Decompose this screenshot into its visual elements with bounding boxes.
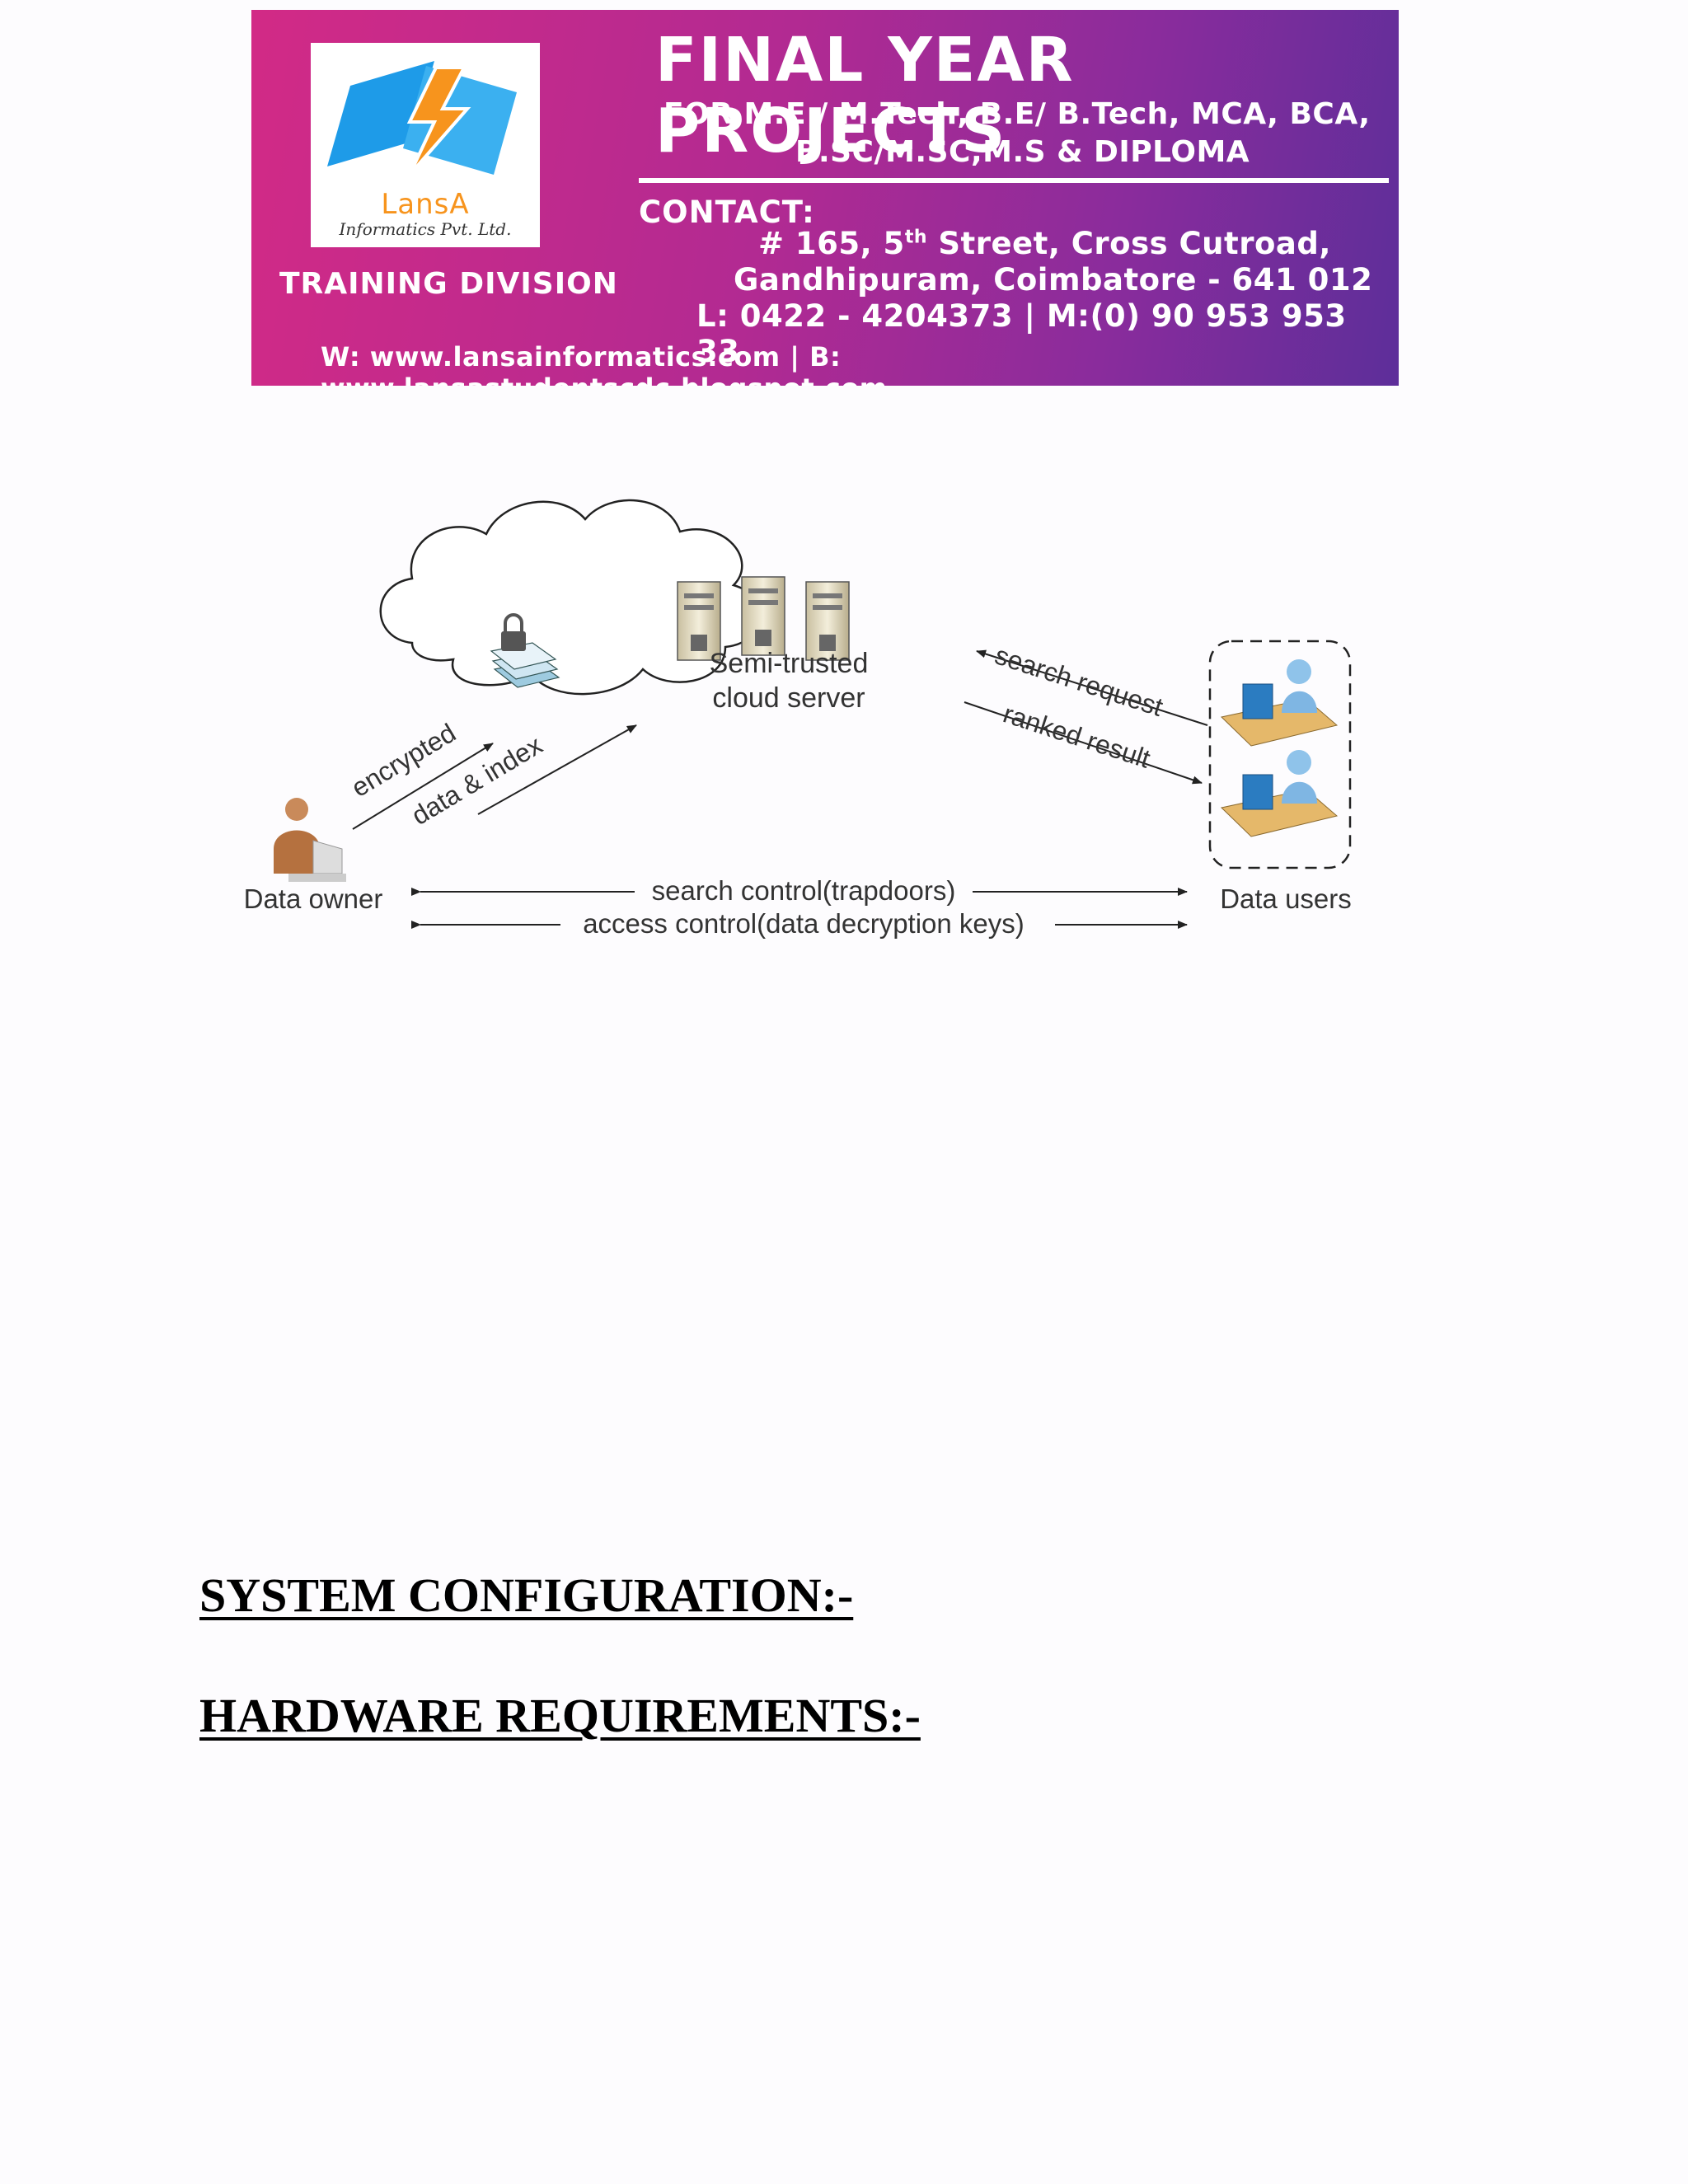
banner-divider [639,178,1389,183]
server-icon [742,577,785,655]
company-logo: LansA Informatics Pvt. Ltd. [311,43,540,247]
data-users-label: Data users [1220,883,1352,914]
training-division-label: TRAINING DIVISION [279,267,618,301]
logo-name: LansA [311,188,540,221]
data-owner-icon [274,798,346,882]
address-line1-sup: th [905,227,927,248]
logo-subtitle: Informatics Pvt. Ltd. [311,219,540,239]
cloud-architecture-diagram: Semi-trusted cloud server Data owner enc… [206,486,1393,964]
hardware-requirements-heading: HARDWARE REQUIREMENTS:- [199,1688,921,1743]
address-line1-post: Street, Cross Cutroad, [927,226,1331,261]
access-control-label: access control(data decryption keys) [583,908,1025,939]
address-line2: Gandhipuram, Coimbatore - 641 012 [734,262,1372,298]
search-control-label: search control(trapdoors) [652,875,956,906]
system-configuration-heading: SYSTEM CONFIGURATION:- [199,1568,853,1623]
cloud-label-line1: Semi-trusted [710,648,869,679]
web-line: W: www.lansainformatics.com | B: www.lan… [321,341,1399,386]
data-user-icon [1221,750,1337,837]
address-line1: # 165, 5th Street, Cross Cutroad, [758,226,1331,261]
contact-label: CONTACT: [639,194,815,230]
data-owner-label: Data owner [244,883,383,914]
header-banner: LansA Informatics Pvt. Ltd. TRAINING DIV… [251,10,1399,386]
data-user-icon [1221,659,1337,746]
banner-subtitle-line1: FOR M.E / M.Tech, B.E/ B.Tech, MCA, BCA, [663,97,1371,131]
banner-subtitle-line2: B.SC/M.SC,M.S & DIPLOMA [795,135,1250,169]
cloud-label-line2: cloud server [712,682,865,714]
data-users-group [1210,641,1350,868]
lightning-logo-icon [311,43,540,188]
address-line1-pre: # 165, 5 [758,226,905,261]
